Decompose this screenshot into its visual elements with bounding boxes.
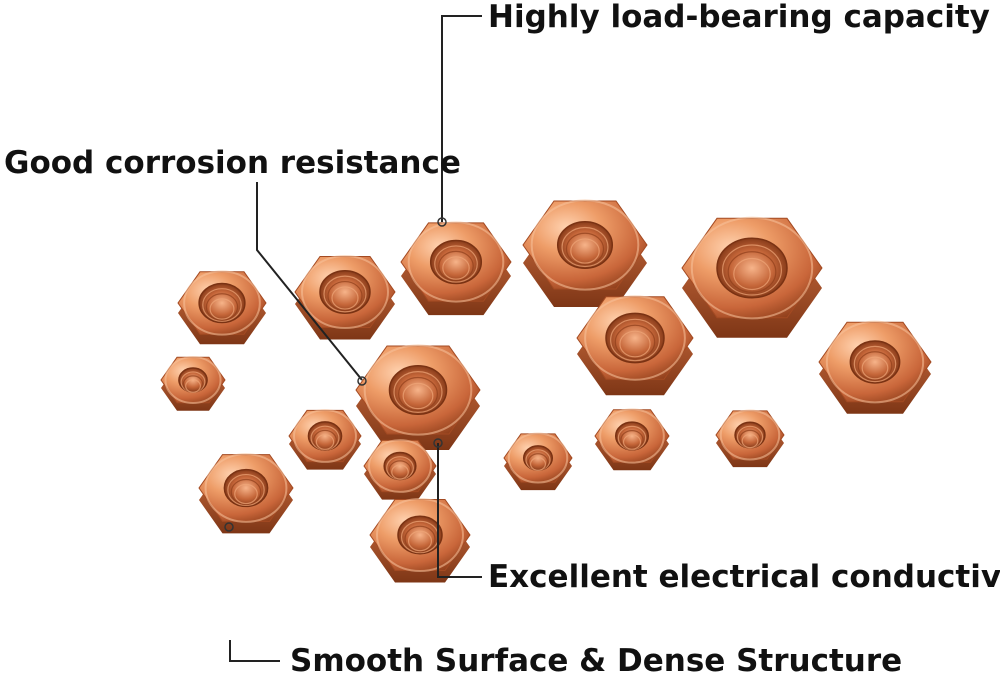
hex-nut (400, 221, 512, 316)
hex-nut (294, 255, 396, 340)
callout-electrical-conductivity: Excellent electrical conductivity (488, 559, 1000, 595)
hex-nut (288, 409, 362, 470)
circle-marker-icon (224, 522, 234, 532)
leader-lines (229, 15, 482, 662)
hex-nut (355, 344, 481, 450)
circle-marker-icon (433, 438, 443, 448)
callout-load-bearing: Highly load-bearing capacity (488, 0, 990, 35)
callout-corrosion-resistance: Good corrosion resistance (4, 145, 461, 181)
hex-nut (177, 270, 267, 345)
leader-markers (224, 217, 447, 532)
callout-smooth-surface: Smooth Surface & Dense Structure (290, 643, 903, 678)
hex-nut (522, 199, 648, 307)
leader-line-load (441, 15, 482, 222)
hex-nut (160, 355, 226, 411)
hex-nut (715, 409, 785, 468)
hex-nut (503, 432, 573, 491)
leader-line-surface (229, 640, 280, 662)
hex-nut (818, 320, 932, 414)
hex-nut (594, 408, 670, 471)
hex-nut (198, 453, 294, 534)
circle-marker-icon (357, 376, 367, 386)
hex-nut (681, 216, 823, 338)
circle-marker-icon (437, 217, 447, 227)
hex-nut (363, 439, 437, 500)
hex-nut (576, 295, 694, 396)
leader-line-corrosion (256, 182, 363, 381)
hex-nut (369, 498, 471, 583)
leader-line-conductivity (437, 443, 482, 578)
